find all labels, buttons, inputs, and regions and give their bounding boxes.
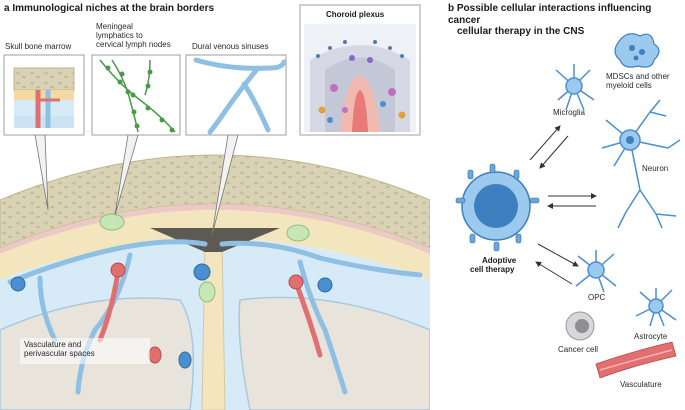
label-meningeal-line-2: lymphatics to	[96, 31, 143, 41]
panel-b-title: b Possible cellular interactions influen…	[448, 3, 685, 38]
inset-dural-venous-sinuses	[185, 54, 287, 136]
cell-red-2	[288, 274, 304, 290]
label-vasculature-line-2: perivascular spaces	[24, 349, 95, 359]
label-neuron: Neuron	[642, 164, 669, 173]
label-adoptive-line-2: cell therapy	[470, 265, 515, 275]
neuron-cell	[601, 99, 681, 229]
cell-blue-3	[317, 277, 333, 293]
lymph-node-1	[99, 213, 125, 231]
mdsc-cell	[614, 33, 660, 68]
label-vasculature-line-1: Vasculature and	[24, 340, 82, 349]
panel-a-title: a Immunological niches at the brain bord…	[4, 3, 214, 15]
adoptive-cell	[455, 163, 540, 252]
panel-b-heading-1: Possible cellular interactions influenci…	[448, 3, 652, 26]
panel-a-heading: Immunological niches at the brain border…	[12, 3, 215, 14]
inset-skull-bone-marrow	[3, 54, 85, 136]
astrocyte-cell	[635, 288, 677, 327]
label-microglia: Microglia	[553, 108, 586, 117]
panel-b-heading-2: cellular therapy in the CNS	[457, 26, 585, 37]
label-choroid-plexus: Choroid plexus	[326, 10, 385, 19]
sinus	[150, 228, 280, 252]
label-opc: OPC	[588, 293, 606, 302]
cell-red-1	[110, 262, 126, 278]
cell-blue-4	[178, 351, 192, 369]
label-vasculature: Vasculature	[620, 380, 662, 389]
inset-choroid-plexus	[299, 4, 421, 136]
label-vasculature-perivascular: Vasculature and perivascular spaces	[24, 340, 95, 358]
panel-b-heading-line-1: b Possible cellular interactions influen…	[448, 3, 685, 26]
vasculature-tube	[595, 341, 677, 379]
label-astrocyte: Astrocyte	[634, 332, 668, 341]
opc-cell	[575, 250, 617, 293]
cell-blue-1	[10, 276, 26, 292]
label-cancer-cell: Cancer cell	[558, 345, 599, 354]
label-skull-bone-marrow: Skull bone marrow	[5, 42, 72, 51]
inset-meningeal-lymphatics	[91, 54, 181, 136]
lymph-node-3	[198, 281, 216, 303]
label-adoptive-line-1: Adoptive	[482, 256, 517, 265]
cell-blue-2	[193, 263, 211, 281]
lymph-node-2	[286, 224, 310, 242]
label-meningeal-line-3: cervical lymph nodes	[96, 40, 171, 50]
label-dural-venous-sinuses: Dural venous sinuses	[192, 42, 269, 51]
panel-b-letter: b	[448, 3, 455, 14]
microglia-cell	[555, 64, 595, 111]
label-meningeal-lymphatics: Meningeal lymphatics to cervical lymph n…	[96, 22, 171, 50]
label-mdscs-line-1: MDSCs and other	[606, 72, 670, 81]
label-adoptive-cell-therapy: Adoptive cell therapy	[470, 256, 516, 274]
label-meningeal-line-1: Meningeal	[96, 22, 133, 31]
cancer-cell	[565, 311, 595, 341]
panel-a-letter: a	[4, 3, 10, 14]
cell-red-3	[148, 346, 162, 364]
panel-a-illustration	[0, 4, 430, 410]
label-mdscs: MDSCs and other myeloid cells	[606, 72, 670, 90]
label-mdscs-line-2: myeloid cells	[606, 81, 652, 91]
